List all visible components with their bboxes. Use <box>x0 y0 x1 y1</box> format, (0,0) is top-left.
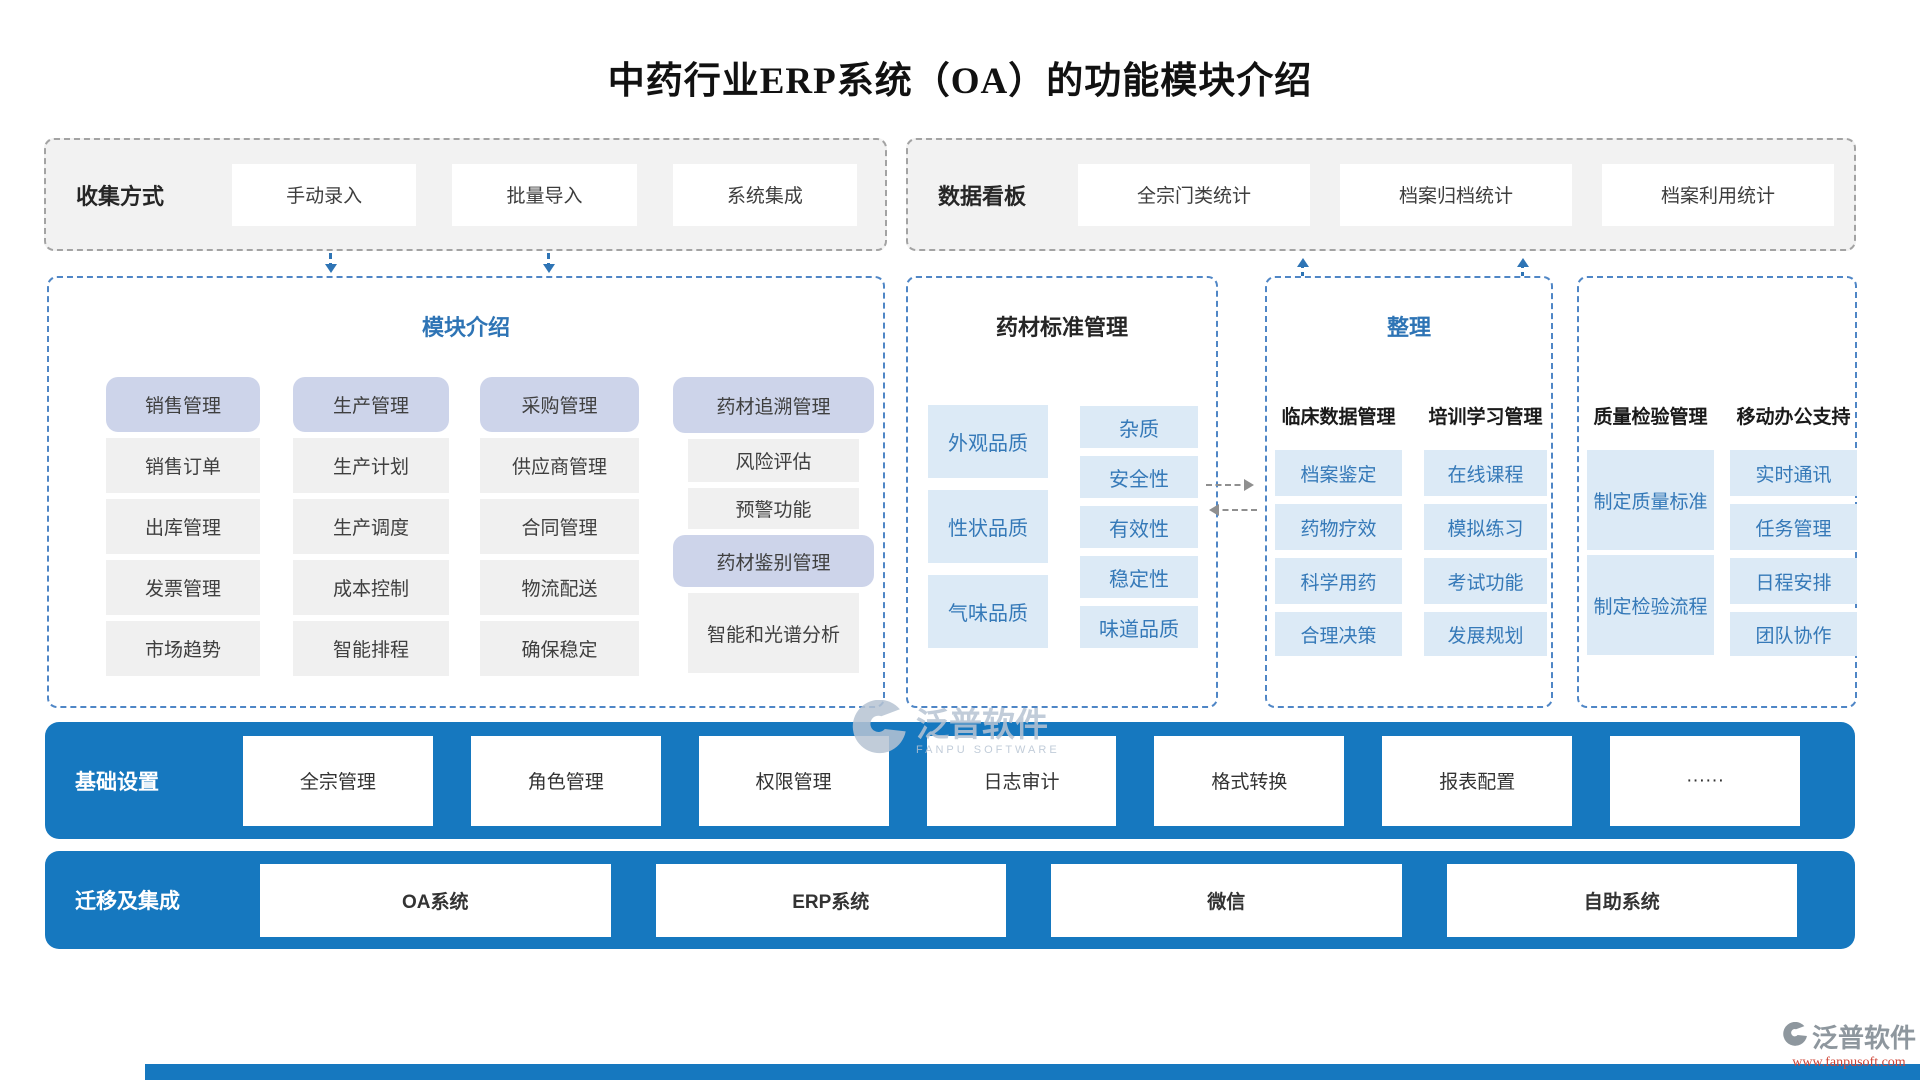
module-cell: 采购管理 <box>480 377 639 432</box>
migration-label: 迁移及集成 <box>75 890 180 913</box>
migration-item-wechat: 微信 <box>1051 863 1402 937</box>
collect-methods-group: 收集方式 手动录入 批量导入 系统集成 <box>44 138 887 251</box>
collect-item-integration: 系统集成 <box>672 163 857 226</box>
collect-methods-label: 收集方式 <box>76 183 165 209</box>
flow-arrow-down-icon <box>543 253 555 273</box>
quality-mobile-group: 质量检验管理 制定质量标准 制定检验流程 移动办公支持 实时通讯 任务管理 日程… <box>1577 276 1857 708</box>
module-cell: 销售管理 <box>106 377 260 432</box>
basic-item: 全宗管理 <box>243 735 433 826</box>
migration-bar: 迁移及集成 OA系统 ERP系统 微信 自助系统 <box>45 851 1855 949</box>
mobile-office-column: 移动办公支持 实时通讯 任务管理 日程安排 团队协作 <box>1730 398 1857 656</box>
standard-cell: 杂质 <box>1080 406 1198 448</box>
module-cell: 生产计划 <box>293 438 449 493</box>
quality-inspection-header: 质量检验管理 <box>1593 406 1708 428</box>
standard-cell: 安全性 <box>1080 456 1198 498</box>
organize-header: 整理 <box>1386 315 1431 340</box>
basic-settings-label: 基础设置 <box>75 770 159 794</box>
organize-group: 整理 临床数据管理 档案鉴定 药物疗效 科学用药 合理决策 培训学习管理 在线课… <box>1265 276 1553 708</box>
dashboard-item-category-stats: 全宗门类统计 <box>1078 163 1310 226</box>
flow-arrow-up-icon <box>1517 258 1529 278</box>
training-header: 培训学习管理 <box>1428 406 1543 428</box>
standard-cell: 性状品质 <box>928 490 1048 563</box>
module-cell: 出库管理 <box>106 499 260 554</box>
module-cell: 销售订单 <box>106 438 260 493</box>
organize-cell: 发展规划 <box>1424 612 1547 656</box>
training-column: 培训学习管理 在线课程 模拟练习 考试功能 发展规划 <box>1424 398 1547 656</box>
migration-item-erp: ERP系统 <box>655 863 1006 937</box>
module-cell: 成本控制 <box>293 560 449 615</box>
quality-cell: 制定检验流程 <box>1587 555 1714 655</box>
modules-column-sales: 销售管理 销售订单 出库管理 发票管理 市场趋势 <box>106 377 260 676</box>
module-cell: 药材追溯管理 <box>673 377 874 433</box>
module-cell: 供应商管理 <box>480 438 639 493</box>
basic-item: ······ <box>1610 735 1801 826</box>
migration-item-selfservice: 自助系统 <box>1446 863 1797 937</box>
basic-settings-bar: 基础设置 全宗管理 角色管理 权限管理 日志审计 格式转换 报表配置 ·····… <box>45 722 1855 839</box>
standards-left-column: 外观品质 性状品质 气味品质 <box>928 405 1048 648</box>
migration-item-oa: OA系统 <box>260 863 611 937</box>
mobile-cell: 团队协作 <box>1730 612 1857 656</box>
quality-cell: 制定质量标准 <box>1587 450 1714 550</box>
material-standards-group: 药材标准管理 外观品质 性状品质 气味品质 杂质 安全性 有效性 稳定性 味道品… <box>906 276 1218 708</box>
basic-item: 日志审计 <box>926 735 1117 826</box>
dashboard-item-filing-stats: 档案归档统计 <box>1340 163 1572 226</box>
mobile-cell: 日程安排 <box>1730 558 1857 604</box>
basic-item: 权限管理 <box>698 735 889 826</box>
material-standards-header: 药材标准管理 <box>995 315 1128 340</box>
organize-cell: 合理决策 <box>1275 612 1402 656</box>
organize-cell: 档案鉴定 <box>1275 450 1402 496</box>
mobile-cell: 任务管理 <box>1730 504 1857 550</box>
mobile-office-header: 移动办公支持 <box>1736 406 1851 428</box>
modules-group: 模块介绍 销售管理 销售订单 出库管理 发票管理 市场趋势 生产管理 生产计划 … <box>47 276 885 708</box>
flow-arrow-right-icon <box>1206 479 1254 491</box>
modules-header: 模块介绍 <box>421 315 510 340</box>
watermark-brand: 泛普软件 <box>1812 1022 1917 1053</box>
modules-column-traceability: 药材追溯管理 风险评估 预警功能 药材鉴别管理 智能和光谱分析 <box>673 377 874 673</box>
module-cell: 智能和光谱分析 <box>688 593 859 673</box>
module-cell: 风险评估 <box>688 439 859 482</box>
standard-cell: 气味品质 <box>928 575 1048 648</box>
standard-cell: 有效性 <box>1080 506 1198 548</box>
mobile-cell: 实时通讯 <box>1730 450 1857 496</box>
fanpu-logo-icon <box>1782 1021 1808 1053</box>
flow-arrow-up-icon <box>1297 258 1309 278</box>
dashboard-item-usage-stats: 档案利用统计 <box>1602 163 1834 226</box>
basic-item: 格式转换 <box>1154 735 1345 826</box>
module-cell: 物流配送 <box>480 560 639 615</box>
modules-column-purchasing: 采购管理 供应商管理 合同管理 物流配送 确保稳定 <box>480 377 639 676</box>
clinical-data-header: 临床数据管理 <box>1281 406 1396 428</box>
standard-cell: 味道品质 <box>1080 606 1198 648</box>
modules-column-production: 生产管理 生产计划 生产调度 成本控制 智能排程 <box>293 377 449 676</box>
basic-item: 角色管理 <box>470 735 661 826</box>
module-cell: 合同管理 <box>480 499 639 554</box>
module-cell: 生产调度 <box>293 499 449 554</box>
data-dashboard-label: 数据看板 <box>938 183 1027 209</box>
organize-cell: 考试功能 <box>1424 558 1547 604</box>
standard-cell: 稳定性 <box>1080 556 1198 598</box>
basic-item: 报表配置 <box>1382 735 1573 826</box>
clinical-data-column: 临床数据管理 档案鉴定 药物疗效 科学用药 合理决策 <box>1275 398 1402 656</box>
module-cell: 药材鉴别管理 <box>673 535 874 587</box>
organize-cell: 药物疗效 <box>1275 504 1402 550</box>
module-cell: 发票管理 <box>106 560 260 615</box>
quality-inspection-column: 质量检验管理 制定质量标准 制定检验流程 <box>1587 398 1714 655</box>
collect-item-manual: 手动录入 <box>232 163 417 226</box>
page-title: 中药行业ERP系统（OA）的功能模块介绍 <box>607 61 1313 102</box>
module-cell: 市场趋势 <box>106 621 260 676</box>
module-cell: 智能排程 <box>293 621 449 676</box>
module-cell: 确保稳定 <box>480 621 639 676</box>
data-dashboard-group: 数据看板 全宗门类统计 档案归档统计 档案利用统计 <box>906 138 1856 251</box>
organize-cell: 模拟练习 <box>1424 504 1547 550</box>
standards-right-column: 杂质 安全性 有效性 稳定性 味道品质 <box>1080 406 1198 648</box>
flow-arrow-left-icon <box>1209 504 1257 516</box>
module-cell: 生产管理 <box>293 377 449 432</box>
module-cell: 预警功能 <box>688 488 859 529</box>
collect-item-batch: 批量导入 <box>452 163 637 226</box>
organize-cell: 科学用药 <box>1275 558 1402 604</box>
organize-cell: 在线课程 <box>1424 450 1547 496</box>
standard-cell: 外观品质 <box>928 405 1048 478</box>
footer-strip <box>145 1064 1920 1080</box>
flow-arrow-down-icon <box>325 253 337 273</box>
